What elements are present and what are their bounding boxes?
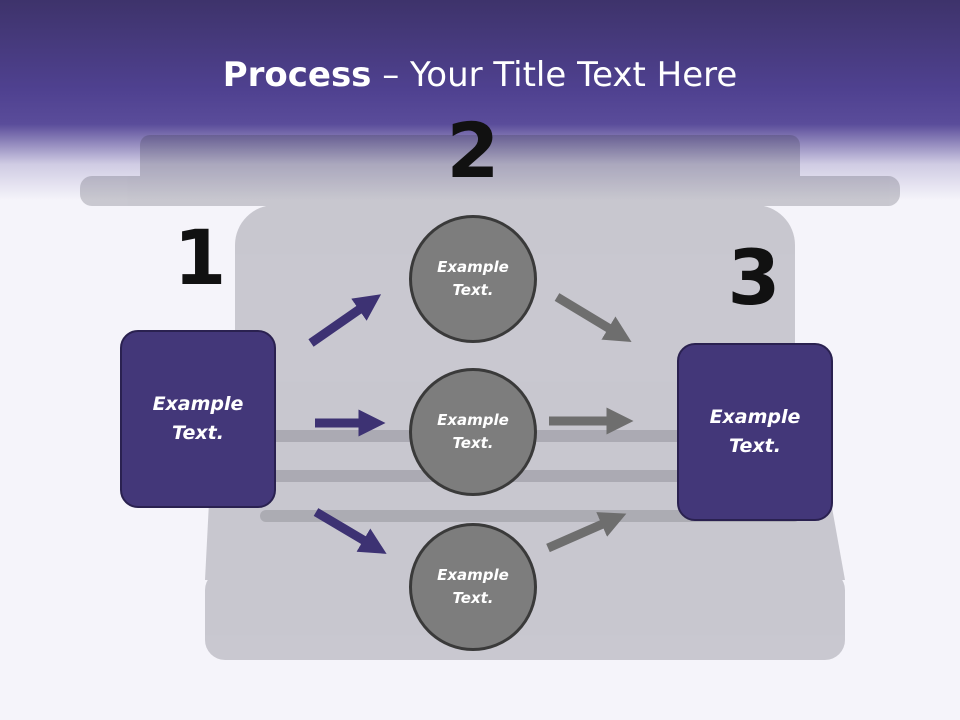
circle-top: Example Text. <box>409 215 537 343</box>
right-process-box: Example Text. <box>677 343 833 521</box>
circle-middle-text: Example Text. <box>437 411 509 452</box>
arrow-bottom-to-right <box>546 512 627 553</box>
step-number-2: 2 <box>446 106 500 195</box>
title-rest: – Your Title Text Here <box>371 55 738 95</box>
title-bold: Process <box>222 55 372 95</box>
arrow-top-to-right <box>554 293 632 342</box>
circle-bottom: Example Text. <box>409 523 537 651</box>
left-box-text: Example Text. <box>152 393 244 444</box>
right-box-text: Example Text. <box>709 406 801 457</box>
step-number-3: 3 <box>727 233 781 322</box>
slide-title: Process – Your Title Text Here <box>0 52 960 98</box>
arrow-left-to-bottom <box>313 508 387 554</box>
left-process-box: Example Text. <box>120 330 276 508</box>
arrow-left-to-top <box>308 294 382 347</box>
step-number-1: 1 <box>173 213 227 302</box>
circle-bottom-text: Example Text. <box>437 566 509 607</box>
circle-middle: Example Text. <box>409 368 537 496</box>
circle-top-text: Example Text. <box>437 258 509 299</box>
title-band <box>0 0 960 200</box>
